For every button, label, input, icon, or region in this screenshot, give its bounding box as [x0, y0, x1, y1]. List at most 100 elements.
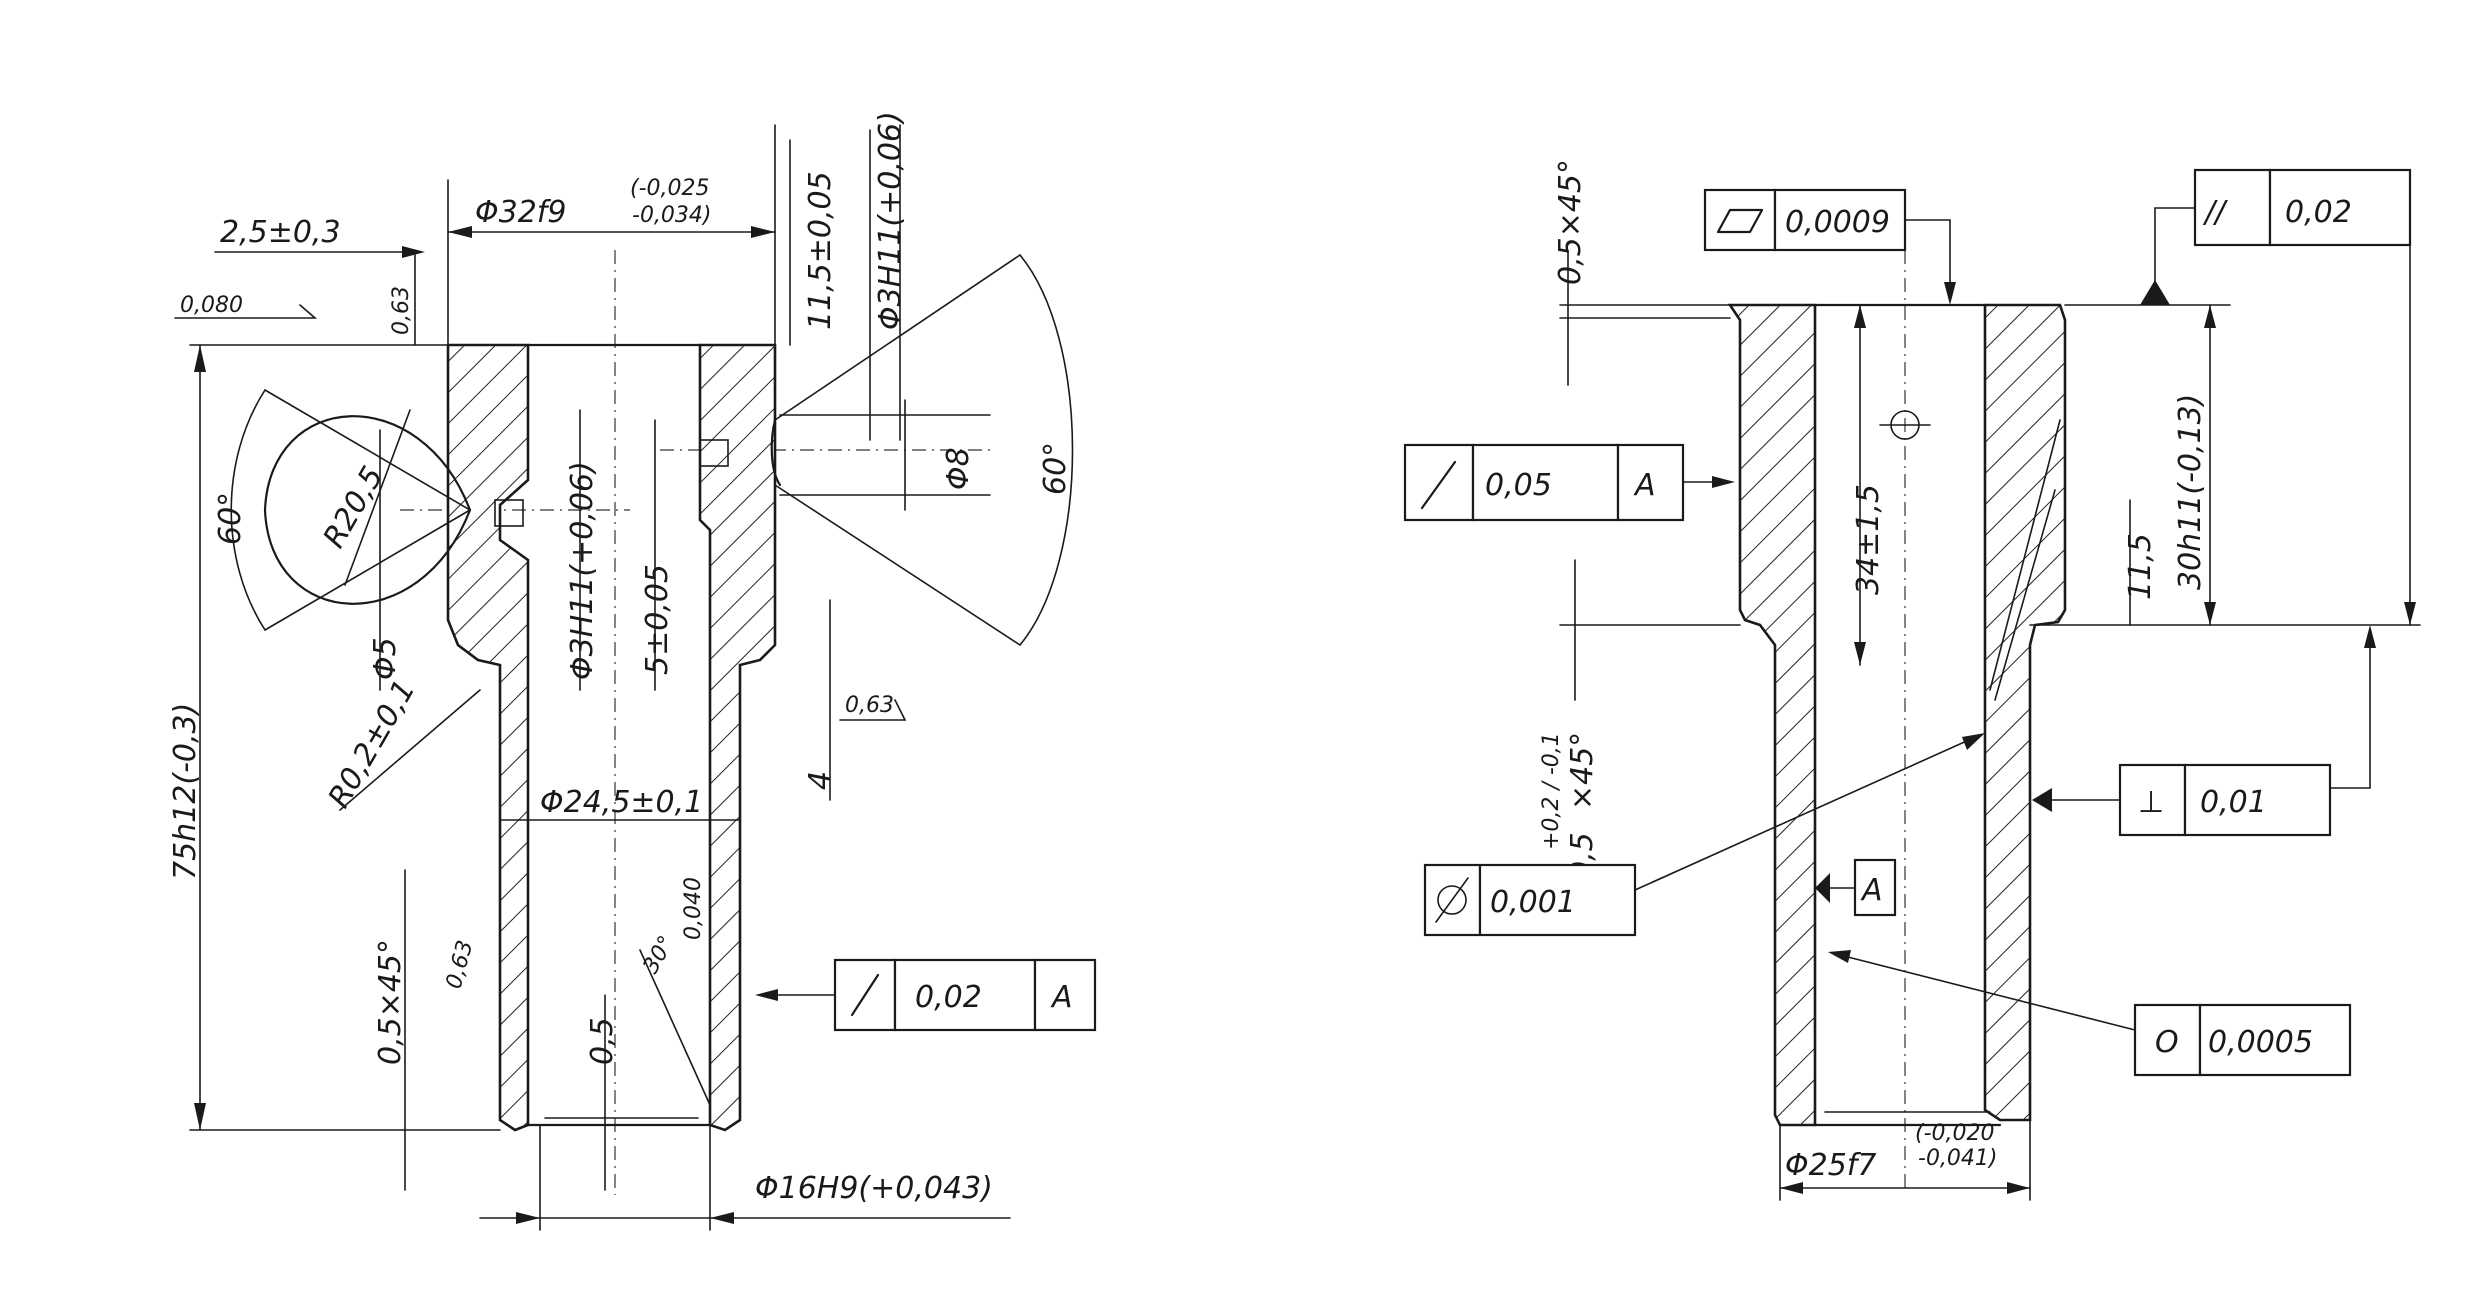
fcf-parallel-leader [2154, 207, 2196, 291]
left-sphere-outline [263, 415, 472, 605]
rv-fcf-runout-datum-cell [1616, 443, 1685, 522]
dim-d32-label: Φ32f9 [475, 195, 566, 230]
dim-d3h11-right-label: Φ3H11(+0,06) [873, 111, 908, 330]
right-wall-section [698, 343, 777, 1132]
dim-4-label: 4 [803, 771, 838, 790]
flatness-icon [1716, 208, 1764, 234]
dim-r0-2-leader [339, 689, 481, 811]
datum-a-box [1853, 858, 1897, 917]
dim-d32-arrow-right [751, 226, 775, 238]
fcf-cyl-leader [1634, 734, 1981, 891]
fcf-flatness-value-cell [1773, 188, 1907, 252]
fcf-perp-symbol: ⊥ [2138, 785, 2164, 820]
fcf-flatness-symbol-cell [1703, 188, 1777, 252]
rv-dim-0-5x45-top: 0,5×45° [1553, 159, 1588, 285]
fcf-perp-value: 0,01 [2200, 785, 2267, 820]
right-view: 0,5×45° 0,0009 // 0,02 0,05 A 34±1,5 [1403, 159, 2421, 1201]
rv-dim-d25-arrow-right [2007, 1182, 2030, 1194]
left-cone-line-top [264, 389, 471, 511]
right-cross-hole [699, 439, 729, 467]
dim-75-arrow-top [194, 345, 206, 372]
rough-063-top-label: 0,63 [389, 286, 414, 335]
fcf-perp-right-arrow [2364, 625, 2376, 648]
rv-dim-30-arrow-bottom [2204, 602, 2216, 625]
fcf-round-value-cell [2198, 1003, 2352, 1077]
tol-0040-label: 0,040 [681, 877, 706, 940]
dim-d32-tol-up: (-0,025 [630, 176, 710, 201]
fcf-cyl-value: 0,001 [1490, 885, 1576, 920]
left-angle-arc [230, 389, 266, 631]
fcf-cyl-value-cell [1478, 863, 1637, 937]
fcf-flatness-arrow [1944, 282, 1956, 305]
rv-fcf-runout-value-cell [1471, 443, 1620, 522]
angle-60-left-label: 60° [213, 492, 248, 545]
rv-fcf-runout-value: 0,05 [1485, 468, 1552, 503]
rough-063-left-label: 0,63 [442, 938, 479, 992]
fcf-flatness-leader [1904, 219, 1951, 301]
dim-d3h11-center-label: Φ3H11(+0,06) [565, 461, 600, 680]
cylindricity-icon-slash [1435, 877, 1469, 923]
dim-0-5-label: 0,5 [585, 1017, 620, 1065]
angle-30-label: 30° [639, 932, 680, 978]
rv-dim-34-label: 34±1,5 [1851, 484, 1886, 595]
rv-leader-diag2 [1994, 489, 2056, 701]
fcf-parallel-right-arrow [2404, 602, 2416, 625]
fcf-perp-value-cell [2183, 763, 2332, 837]
rv-fcf-runout-arrow [1712, 476, 1735, 488]
rv-dim-d25-label: Φ25f7 [1785, 1148, 1876, 1183]
rv-dim-11-5-label: 11,5 [2123, 533, 2158, 600]
datum-a-label: A [1860, 873, 1883, 908]
fcf-runout-value: 0,02 [915, 980, 982, 1015]
fcf-perp-right-leader [2329, 634, 2371, 789]
left-wall-section [446, 343, 530, 1132]
datum-a-triangle [1815, 873, 1830, 903]
fcf-round-value: 0,0005 [2208, 1025, 2313, 1060]
fcf-flatness-value: 0,0009 [1785, 205, 1890, 240]
cylindricity-icon [1437, 885, 1467, 915]
fcf-parallel-datum-triangle [2140, 280, 2170, 305]
rv-leader-diag1 [1989, 419, 2061, 691]
fcf-perp-datum-triangle [2032, 788, 2052, 812]
right-view-right-wall [1983, 303, 2067, 1122]
dim-11-5-label: 11,5±0,05 [803, 171, 838, 330]
rv-dim-d25-arrow-left [1780, 1182, 1803, 1194]
left-cone-line-bottom [264, 509, 471, 631]
dim-d24-5-label: Φ24,5±0,1 [540, 785, 703, 820]
dim-d16-label: Φ16H9(+0,043) [755, 1171, 993, 1206]
rough-063-right-mark [839, 699, 907, 721]
right-cone-top [774, 254, 1021, 421]
runout-icon [850, 973, 880, 1017]
dim-0-5x45-label: 0,5×45° [373, 939, 408, 1065]
right-angle-arc [1019, 254, 1074, 646]
rv-dim-chamfer-lower-angle: ×45° [1565, 732, 1600, 810]
fcf-round-symbol: O [2155, 1025, 2179, 1060]
dim-75-arrow-bottom [194, 1103, 206, 1130]
dim-2-5-arrow [402, 246, 425, 258]
rv-dim-d25-tol-lo: -0,041) [1918, 1146, 1998, 1171]
dim-d16-arrow-left [516, 1212, 540, 1224]
right-cone-bottom [774, 484, 1021, 646]
fcf-round-arrow [1828, 950, 1851, 963]
fcf-runout-datum: A [1050, 980, 1073, 1015]
fcf-runout-arrow [755, 989, 778, 1001]
dim-d8-label: Φ8 [941, 447, 976, 490]
fcf-runout-value-cell [893, 958, 1037, 1032]
right-view-left-wall [1727, 303, 1817, 1127]
dim-75-label: 75h12(-0,3) [168, 703, 203, 880]
r20-leader [344, 409, 411, 586]
rv-runout-icon [1420, 460, 1457, 510]
left-cross-hole [494, 499, 524, 527]
fcf-runout-datum-cell [1033, 958, 1097, 1032]
rv-dim-34-arrow-top [1854, 305, 1866, 328]
rv-dim-30-label: 30h11(-0,13) [2173, 394, 2208, 590]
dim-r0-2-label: R0,2±0,1 [322, 674, 423, 814]
angle-30-line [639, 949, 711, 1106]
dim-5-label: 5±0,05 [640, 564, 675, 675]
rv-dim-34-arrow-bottom [1854, 642, 1866, 665]
dim-2-5-label: 2,5±0,3 [220, 215, 341, 250]
rough-0080-mark [174, 304, 318, 319]
rv-dim-chamfer-lower-tol: +0,2 / -0,1 [1539, 732, 1564, 850]
dim-d16-arrow-right [710, 1212, 734, 1224]
